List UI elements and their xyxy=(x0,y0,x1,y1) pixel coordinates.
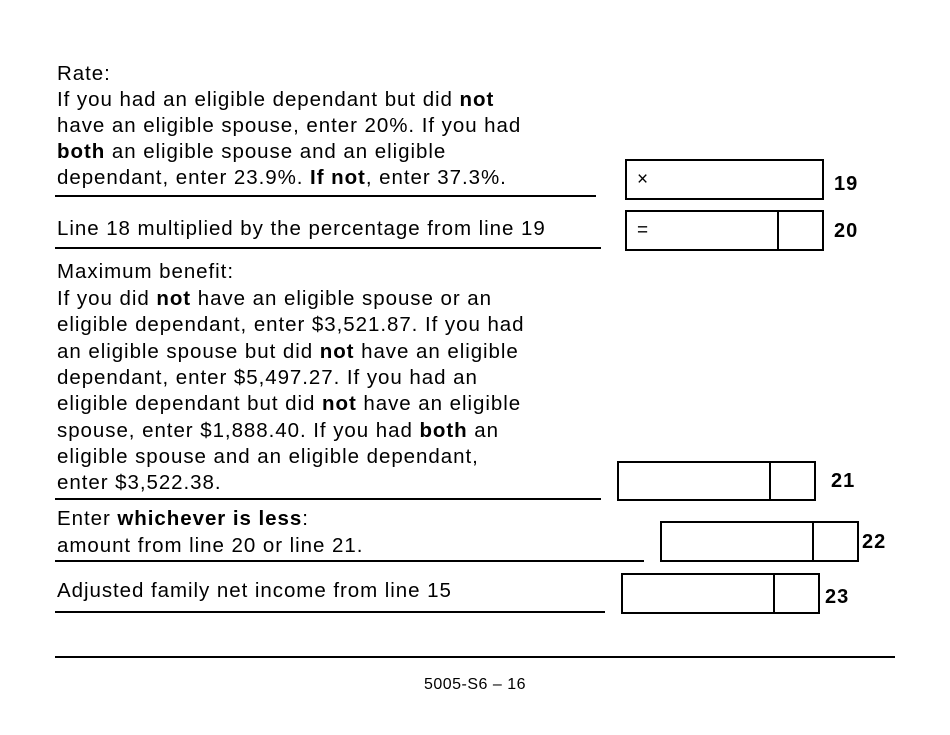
line-20-label: Line 18 multiplied by the percentage fro… xyxy=(57,217,546,240)
rate-underline xyxy=(55,195,596,197)
max-benefit-line-2: eligible dependant, enter $3,521.87. If … xyxy=(57,313,525,336)
multiply-operator: × xyxy=(637,168,649,190)
max-benefit-line-8: enter $3,522.38. xyxy=(57,471,222,494)
line-23-label: Adjusted family net income from line 15 xyxy=(57,579,452,602)
max-benefit-line-1: If you did not have an eligible spouse o… xyxy=(57,287,492,310)
line-20-input[interactable]: = xyxy=(625,210,824,251)
rate-text-line-3: both an eligible spouse and an eligible xyxy=(57,140,447,163)
line-20-underline xyxy=(55,247,601,249)
line-23-underline xyxy=(55,611,605,613)
line-20-cents-field[interactable] xyxy=(777,212,822,249)
line-23-input[interactable] xyxy=(621,573,820,614)
max-benefit-line-3: an eligible spouse but did not have an e… xyxy=(57,340,519,363)
line-21-number: 21 xyxy=(831,470,856,492)
max-benefit-heading: Maximum benefit: xyxy=(57,260,234,283)
line-23-number: 23 xyxy=(825,586,850,608)
line-21-input[interactable] xyxy=(617,461,816,501)
rate-text-line-4: dependant, enter 23.9%. If not, enter 37… xyxy=(57,166,507,189)
line-23-cents-field[interactable] xyxy=(773,575,818,612)
max-benefit-line-5: eligible dependant but did not have an e… xyxy=(57,392,522,415)
line-22-number: 22 xyxy=(862,531,887,553)
equals-operator: = xyxy=(637,219,649,241)
line-20-number: 20 xyxy=(834,220,859,242)
line-22-input[interactable] xyxy=(660,521,859,562)
max-benefit-line-7: eligible spouse and an eligible dependan… xyxy=(57,445,479,468)
footer-rule xyxy=(55,656,895,658)
rate-text-line-2: have an eligible spouse, enter 20%. If y… xyxy=(57,114,522,137)
rate-text-line-1: If you had an eligible dependant but did… xyxy=(57,88,495,111)
lesser-underline xyxy=(55,560,644,562)
max-benefit-underline xyxy=(55,498,601,500)
lesser-line-1: Enter whichever is less: xyxy=(57,507,309,530)
rate-heading: Rate: xyxy=(57,62,111,85)
line-21-cents-field[interactable] xyxy=(769,463,814,499)
max-benefit-line-4: dependant, enter $5,497.27. If you had a… xyxy=(57,366,478,389)
line-22-cents-field[interactable] xyxy=(812,523,857,560)
line-19-input[interactable]: × xyxy=(625,159,824,200)
lesser-line-2: amount from line 20 or line 21. xyxy=(57,534,364,557)
line-19-number: 19 xyxy=(834,173,859,195)
max-benefit-line-6: spouse, enter $1,888.40. If you had both… xyxy=(57,419,500,442)
page-number: 5005-S6 – 16 xyxy=(423,676,527,693)
